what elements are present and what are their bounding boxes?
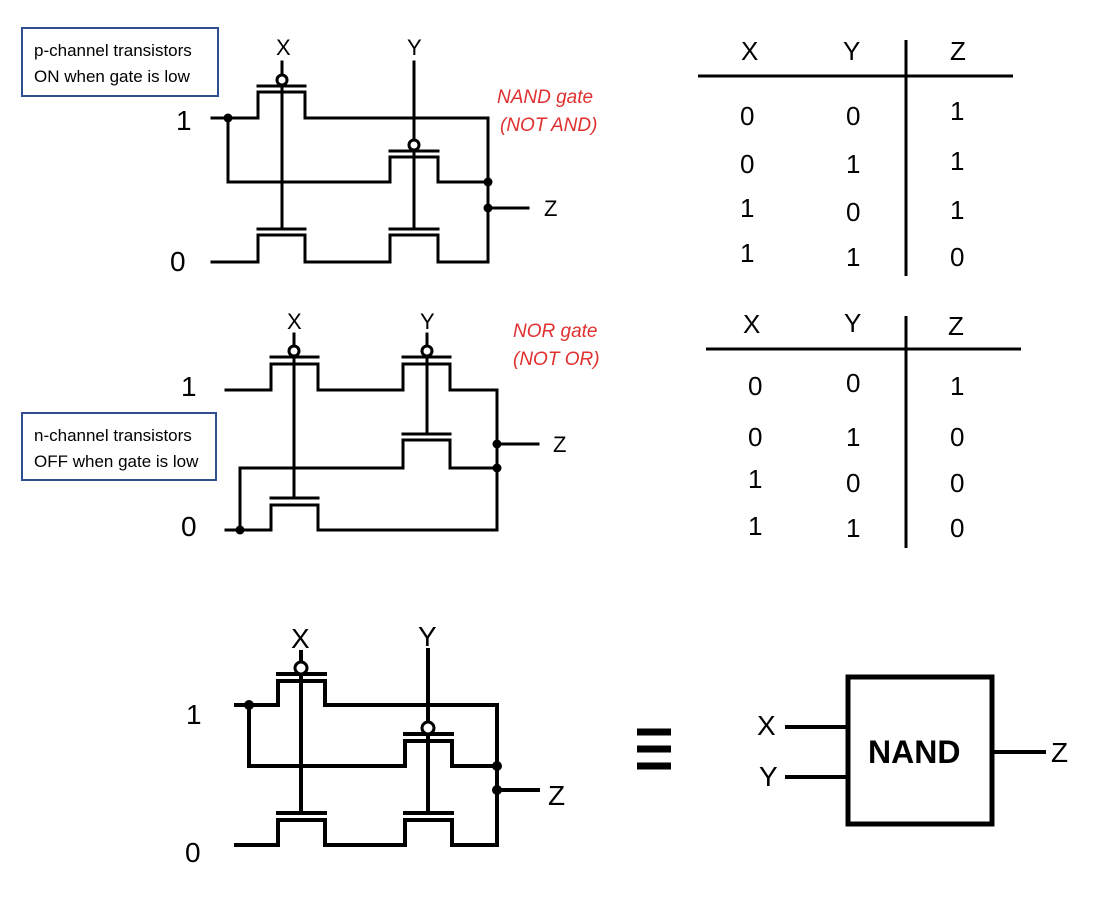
table-cell: 0 — [740, 149, 754, 179]
nand-input-x-label: X — [276, 35, 291, 60]
nand-table-header-z: Z — [950, 36, 966, 66]
bottom-rail-high-label: 1 — [186, 699, 202, 730]
bottom-rail-low-label: 0 — [185, 837, 201, 868]
bottom-junction-dot — [244, 700, 254, 710]
nor-table-header-z: Z — [948, 311, 964, 341]
bottom-input-y-label: Y — [418, 621, 437, 652]
nand-input-y-label: Y — [407, 35, 422, 60]
nand-wires — [210, 60, 530, 264]
nor-y-pmos-bubble — [420, 344, 434, 358]
bottom-x-pmos-bubble — [293, 660, 309, 676]
nchannel-note: n-channel transistors OFF when gate is l… — [21, 412, 217, 481]
nand-block-label: NAND — [868, 734, 960, 770]
bottom-input-x-label: X — [291, 623, 310, 654]
nand-caption-line1: NAND gate — [497, 87, 593, 108]
nand-junction-dot — [483, 177, 493, 187]
nand-block-input-y-label: Y — [759, 761, 778, 792]
nor-x-pmos-bubble — [287, 344, 301, 358]
pchannel-note-line1: p-channel transistors — [34, 41, 192, 60]
nand-truth-table: X Y Z 0 0 1 0 1 1 1 0 1 1 1 0 — [698, 36, 1013, 276]
nand-rail-low-label: 0 — [170, 246, 186, 277]
table-cell: 0 — [740, 101, 754, 131]
nand-rail-high-label: 1 — [176, 105, 192, 136]
bottom-nand-circuit: 1 0 X Y Z — [185, 621, 565, 868]
nor-circuit: 1 0 X Y Z NOR gate (NOT OR) — [181, 309, 600, 542]
bottom-output-label: Z — [548, 780, 565, 811]
nor-table-header-y: Y — [844, 308, 861, 338]
nor-junction-dot — [492, 463, 502, 473]
bottom-y-pmos-bubble — [420, 720, 436, 736]
table-cell: 0 — [846, 197, 860, 227]
table-cell: 1 — [740, 193, 754, 223]
nor-output-label: Z — [553, 432, 566, 457]
table-cell: 0 — [950, 468, 964, 498]
bottom-junction-dot — [492, 761, 502, 771]
nand-y-pmos-bubble — [407, 138, 421, 152]
table-cell: 1 — [846, 422, 860, 452]
table-cell: 0 — [846, 101, 860, 131]
nor-caption-line1: NOR gate — [513, 321, 597, 342]
nor-table-header-x: X — [743, 309, 760, 339]
table-cell: 0 — [846, 368, 860, 398]
table-cell: 1 — [950, 195, 964, 225]
table-cell: 1 — [950, 371, 964, 401]
table-cell: 1 — [950, 96, 964, 126]
table-cell: 1 — [748, 511, 762, 541]
equivalence-symbol — [637, 728, 671, 770]
nand-caption-line2: (NOT AND) — [500, 115, 597, 136]
pchannel-note-line2: ON when gate is low — [34, 67, 191, 86]
nand-table-header-x: X — [741, 36, 758, 66]
bottom-wires — [234, 648, 540, 847]
nor-truth-table: X Y Z 0 0 1 0 1 0 1 0 0 1 1 0 — [706, 308, 1021, 548]
nchannel-note-line2: OFF when gate is low — [34, 452, 199, 471]
nor-junction-dot — [235, 525, 245, 535]
nand-table-header-y: Y — [843, 36, 860, 66]
nand-x-pmos-bubble — [275, 73, 289, 87]
table-cell: 0 — [748, 371, 762, 401]
nor-input-x-label: X — [287, 309, 302, 334]
nand-junction-dot — [483, 203, 493, 213]
nand-block-output-label: Z — [1051, 737, 1068, 768]
table-cell: 1 — [846, 242, 860, 272]
nor-wires — [224, 332, 540, 532]
nand-block-input-x-label: X — [757, 710, 776, 741]
nor-rail-low-label: 0 — [181, 511, 197, 542]
nor-junction-dot — [492, 439, 502, 449]
table-cell: 0 — [950, 242, 964, 272]
table-cell: 0 — [950, 422, 964, 452]
nor-caption-line2: (NOT OR) — [513, 349, 600, 370]
nor-rail-high-label: 1 — [181, 371, 197, 402]
bottom-junction-dot — [492, 785, 502, 795]
nand-circuit: 1 0 X Y Z NAND gate (NOT AND) — [170, 35, 597, 277]
table-cell: 0 — [950, 513, 964, 543]
nor-input-y-label: Y — [420, 309, 435, 334]
nchannel-note-line1: n-channel transistors — [34, 426, 192, 445]
nand-block-symbol: NAND X Y Z — [757, 674, 1068, 827]
table-cell: 0 — [748, 422, 762, 452]
nand-output-label: Z — [544, 196, 557, 221]
nand-junction-dot — [223, 113, 233, 123]
table-cell: 1 — [748, 464, 762, 494]
table-cell: 1 — [846, 149, 860, 179]
pchannel-note: p-channel transistors ON when gate is lo… — [21, 27, 219, 97]
table-cell: 0 — [846, 468, 860, 498]
table-cell: 1 — [740, 238, 754, 268]
table-cell: 1 — [846, 513, 860, 543]
table-cell: 1 — [950, 146, 964, 176]
